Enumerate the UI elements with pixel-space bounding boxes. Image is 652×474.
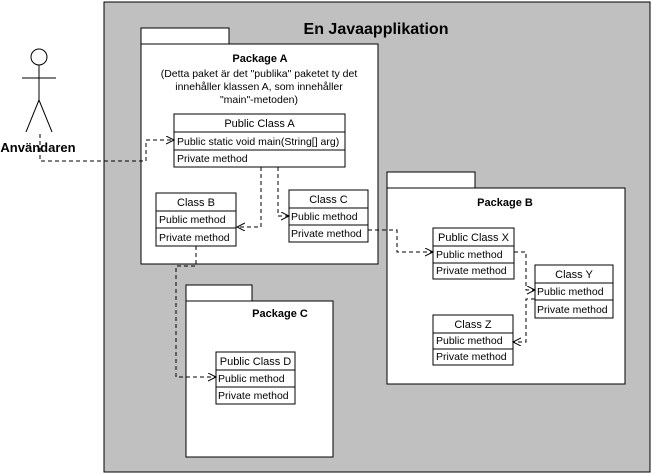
actor-label: Användaren (0, 140, 75, 155)
class-z-method-1: Public method (436, 335, 503, 347)
package-b-tab (386, 171, 476, 189)
class-box-class-z: Class Z Public method Private method (432, 314, 514, 366)
class-x-method-1: Public method (436, 249, 503, 261)
class-y-method-2: Private method (537, 304, 608, 316)
class-x-method-2: Private method (436, 265, 507, 277)
class-z-name: Class Z (454, 319, 492, 331)
package-a-note-line-2: innehåller klassen A, som innehåller (175, 81, 343, 93)
package-b-name: Package B (477, 197, 533, 209)
class-b-method-1: Public method (159, 214, 226, 226)
dependency-class-x-to-class-y (514, 251, 535, 290)
package-a-name: Package A (232, 53, 287, 65)
package-c-name: Package C (252, 308, 308, 320)
dependency-class-a-to-class-b (237, 167, 262, 227)
class-x-name: Public Class X (438, 232, 510, 244)
package-a-note-line-3: "main"-metoden) (220, 94, 298, 106)
class-a-method-2: Private method (177, 153, 248, 165)
actor-head (30, 48, 48, 66)
class-a-method-1: Public static void main(String[] arg) (177, 136, 339, 148)
class-z-method-2: Private method (436, 351, 507, 363)
class-a-name: Public Class A (224, 118, 295, 130)
class-c-name: Class C (309, 194, 348, 206)
class-b-name: Class B (177, 197, 215, 209)
class-box-class-b: Class B Public method Private method (155, 192, 237, 247)
class-box-class-y: Class Y Public method Private method (534, 264, 614, 319)
class-box-public-class-a: Public Class A Public static void main(S… (173, 113, 346, 168)
class-b-method-2: Private method (159, 232, 230, 244)
class-y-name: Class Y (555, 269, 593, 281)
package-a-tab (140, 27, 230, 45)
class-d-method-2: Private method (218, 390, 289, 402)
class-d-name: Public Class D (220, 356, 292, 368)
dependency-class-b-to-class-d (175, 246, 216, 377)
dependency-user-to-class-a (39, 134, 174, 162)
actor-user (22, 48, 56, 133)
package-c-tab (185, 284, 253, 302)
dependency-class-c-to-class-x (368, 229, 433, 252)
class-box-class-c: Class C Public method Private method (288, 189, 369, 243)
class-y-method-1: Public method (537, 286, 604, 298)
class-c-method-1: Public method (291, 211, 358, 223)
package-a-note-line-1: (Detta paket är det "publika" paketet ty… (161, 68, 358, 80)
class-d-method-1: Public method (218, 373, 285, 385)
class-box-public-class-x: Public Class X Public method Private met… (432, 227, 515, 280)
dependency-class-y-to-class-z (513, 298, 535, 342)
app-title: En Javaapplikation (304, 21, 449, 38)
class-box-public-class-d: Public Class D Public method Private met… (215, 351, 296, 405)
class-c-method-2: Private method (291, 228, 362, 240)
dependency-class-a-to-class-c (277, 167, 289, 216)
